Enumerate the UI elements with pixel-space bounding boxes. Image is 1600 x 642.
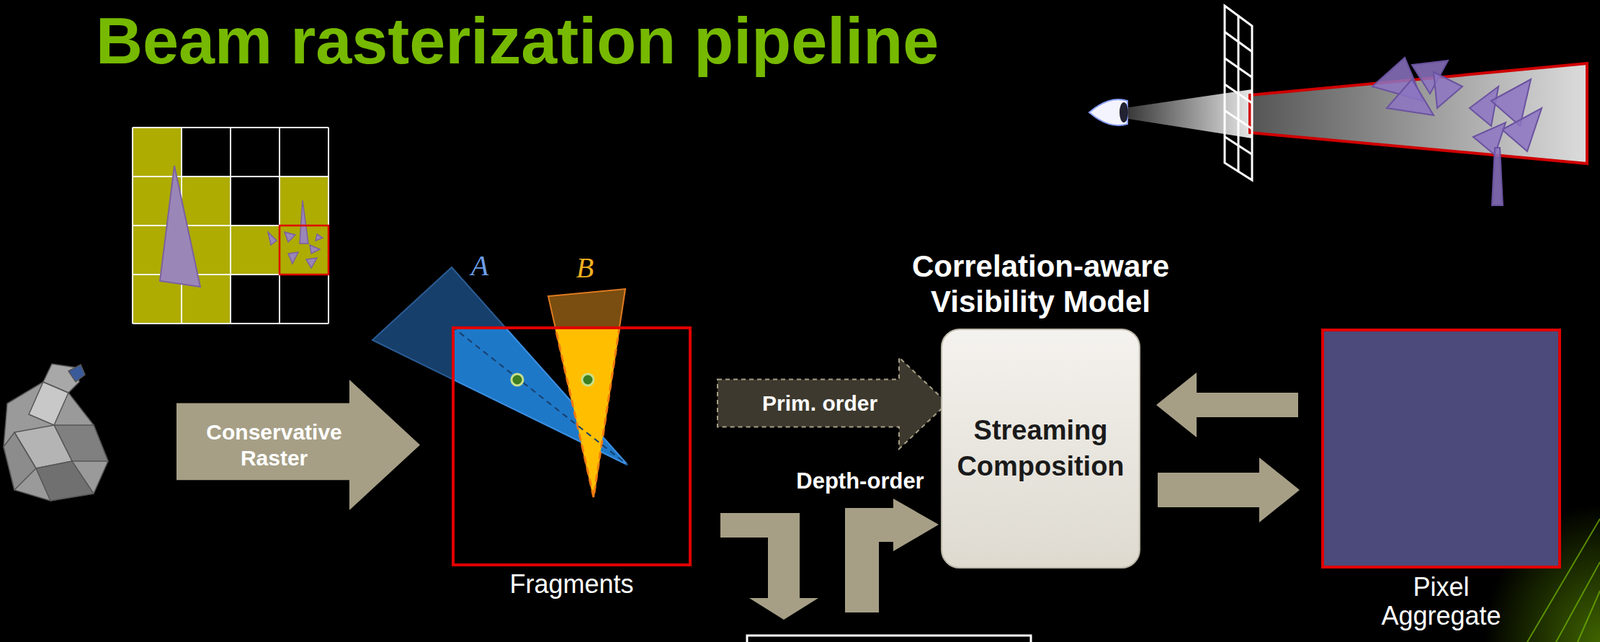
depth-order-arrows — [720, 498, 939, 620]
node-text: Prim. order — [721, 390, 918, 417]
arrow-shape — [176, 379, 420, 511]
composition-box: Correlation-aware Visibility ModelStream… — [940, 328, 1141, 569]
bunny-mesh — [3, 363, 109, 501]
sort-buffer-box — [747, 635, 1031, 642]
raster-grid — [132, 127, 329, 324]
node-text: Correlation-aware Visibility Model — [871, 248, 1211, 320]
node-text: Pixel Aggregate — [1355, 572, 1528, 632]
beam-illustration — [1089, 5, 1588, 206]
triangle-label: A — [471, 248, 489, 283]
fragment-triangles — [372, 267, 628, 498]
fragment-box: Fragments — [451, 326, 692, 567]
node-text: Conservative Raster — [180, 419, 368, 472]
pixel-box: Pixel Aggregate — [1321, 328, 1562, 569]
flow-arrow — [1157, 457, 1300, 523]
order-arrow: Prim. order — [717, 357, 948, 449]
triangle-label: B — [576, 250, 594, 285]
title: Beam rasterization pipeline — [95, 4, 939, 79]
node-text: Fragments — [509, 569, 634, 600]
flow-arrow — [1156, 372, 1299, 438]
process-arrow: Conservative Raster — [176, 379, 420, 511]
flow-label: Depth-order — [796, 468, 924, 495]
node-text: Streaming Composition — [942, 412, 1139, 485]
